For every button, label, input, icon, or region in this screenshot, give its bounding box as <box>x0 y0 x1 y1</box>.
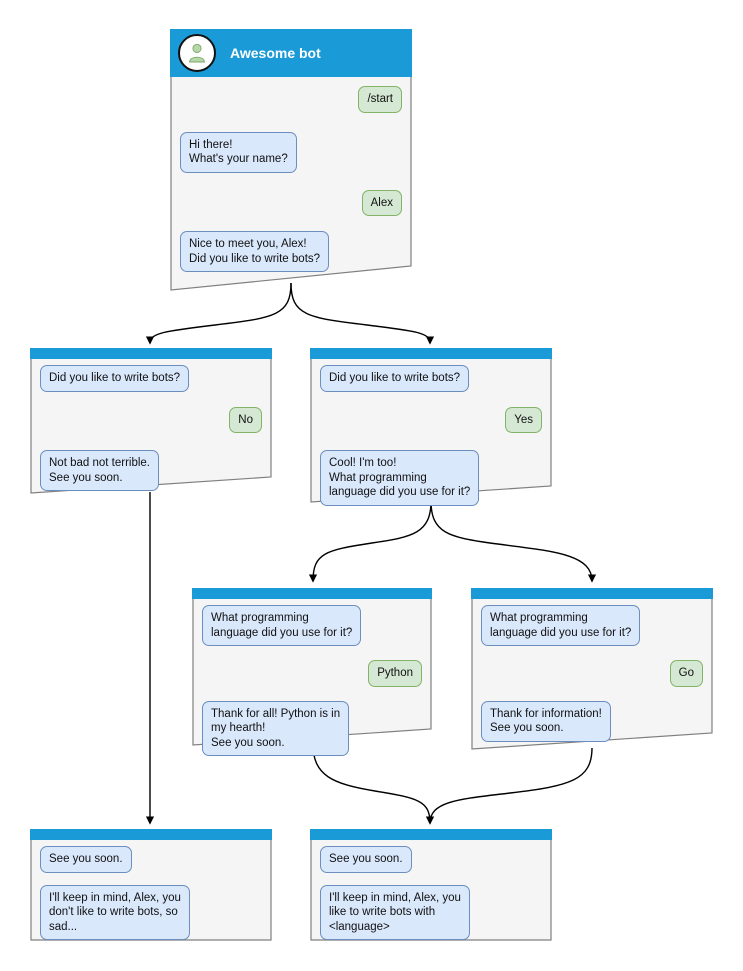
message-row: What programming language did you use fo… <box>202 605 422 646</box>
message-row: Not bad not terrible. See you soon. <box>40 450 262 491</box>
edge-root-to-yes <box>290 282 435 345</box>
yes-branch-card[interactable]: Did you like to write bots? Yes Cool! I'… <box>310 348 552 506</box>
message-row: Yes <box>320 406 542 433</box>
message-row: Hi there! What's your name? <box>180 131 402 173</box>
yes-branch-card-chat: Did you like to write bots? Yes Cool! I'… <box>310 360 552 506</box>
message-row: I'll keep in mind, Alex, you don't like … <box>40 884 262 940</box>
message-row: Thank for all! Python is in my hearth! S… <box>202 700 422 756</box>
message-row: Cool! I'm too! What programming language… <box>320 450 542 506</box>
bot-message-bubble: Did you like to write bots? <box>320 365 470 392</box>
yes-branch-card-header <box>310 348 552 359</box>
go-branch-card-chat: What programming language did you use fo… <box>471 600 713 742</box>
end-happy-card-chat: See you soon. I'll keep in mind, Alex, y… <box>310 841 552 940</box>
bot-message-bubble: I'll keep in mind, Alex, you don't like … <box>40 884 190 940</box>
no-branch-card-header <box>30 348 272 359</box>
root-card[interactable]: Awesome bot /start Hi there! What's your… <box>170 29 412 291</box>
message-row: I'll keep in mind, Alex, you like to wri… <box>320 884 542 940</box>
bot-message-bubble: Thank for all! Python is in my hearth! S… <box>202 700 350 756</box>
bot-message-bubble: See you soon. <box>40 846 132 873</box>
go-branch-card[interactable]: What programming language did you use fo… <box>471 588 713 750</box>
python-branch-card-chat: What programming language did you use fo… <box>192 600 432 756</box>
user-message-bubble: Go <box>669 660 703 687</box>
message-row: Alex <box>180 189 402 216</box>
edge-yes-to-python <box>308 500 432 583</box>
bot-message-bubble: Did you like to write bots? <box>40 365 190 392</box>
python-branch-card[interactable]: What programming language did you use fo… <box>192 588 432 756</box>
bot-message-bubble: See you soon. <box>320 846 412 873</box>
root-card-chat: /start Hi there! What's your name? Alex … <box>170 79 412 272</box>
bot-message-bubble: I'll keep in mind, Alex, you like to wri… <box>320 884 470 940</box>
no-branch-card-chat: Did you like to write bots? No Not bad n… <box>30 360 272 491</box>
user-message-bubble: /start <box>358 86 402 113</box>
user-message-bubble: No <box>229 406 262 433</box>
bot-message-bubble: Hi there! What's your name? <box>180 131 297 173</box>
end-sad-card-chat: See you soon. I'll keep in mind, Alex, y… <box>30 841 272 940</box>
end-happy-card-header <box>310 829 552 840</box>
bot-message-bubble: What programming language did you use fo… <box>202 605 362 646</box>
message-row: What programming language did you use fo… <box>481 605 703 646</box>
message-row: /start <box>180 86 402 113</box>
message-row: Python <box>202 660 422 687</box>
end-sad-card-header <box>30 829 272 840</box>
edge-yes-to-go <box>430 500 597 583</box>
message-row: See you soon. <box>40 846 262 873</box>
bot-message-bubble: Not bad not terrible. See you soon. <box>40 450 160 491</box>
python-branch-card-header <box>192 588 432 599</box>
bot-message-bubble: What programming language did you use fo… <box>481 605 641 646</box>
message-row: Thank for information! See you soon. <box>481 700 703 742</box>
message-row: See you soon. <box>320 846 542 873</box>
message-row: Did you like to write bots? <box>320 365 542 392</box>
person-avatar-icon <box>178 34 216 72</box>
user-message-bubble: Yes <box>505 406 542 433</box>
bot-message-bubble: Nice to meet you, Alex! Did you like to … <box>180 231 330 272</box>
root-card-title: Awesome bot <box>230 45 321 61</box>
message-row: No <box>40 406 262 433</box>
end-happy-card[interactable]: See you soon. I'll keep in mind, Alex, y… <box>310 829 552 941</box>
root-card-header: Awesome bot <box>170 29 412 77</box>
no-branch-card[interactable]: Did you like to write bots? No Not bad n… <box>30 348 272 494</box>
end-sad-card[interactable]: See you soon. I'll keep in mind, Alex, y… <box>30 829 272 941</box>
user-message-bubble: Python <box>368 660 422 687</box>
bot-message-bubble: Cool! I'm too! What programming language… <box>320 450 480 506</box>
bot-message-bubble: Thank for information! See you soon. <box>481 700 611 742</box>
message-row: Nice to meet you, Alex! Did you like to … <box>180 231 402 272</box>
edge-go-to-end-happy <box>425 747 593 825</box>
edge-root-to-no <box>145 282 292 345</box>
message-row: Did you like to write bots? <box>40 365 262 392</box>
go-branch-card-header <box>471 588 713 599</box>
message-row: Go <box>481 660 703 687</box>
user-message-bubble: Alex <box>361 189 402 216</box>
